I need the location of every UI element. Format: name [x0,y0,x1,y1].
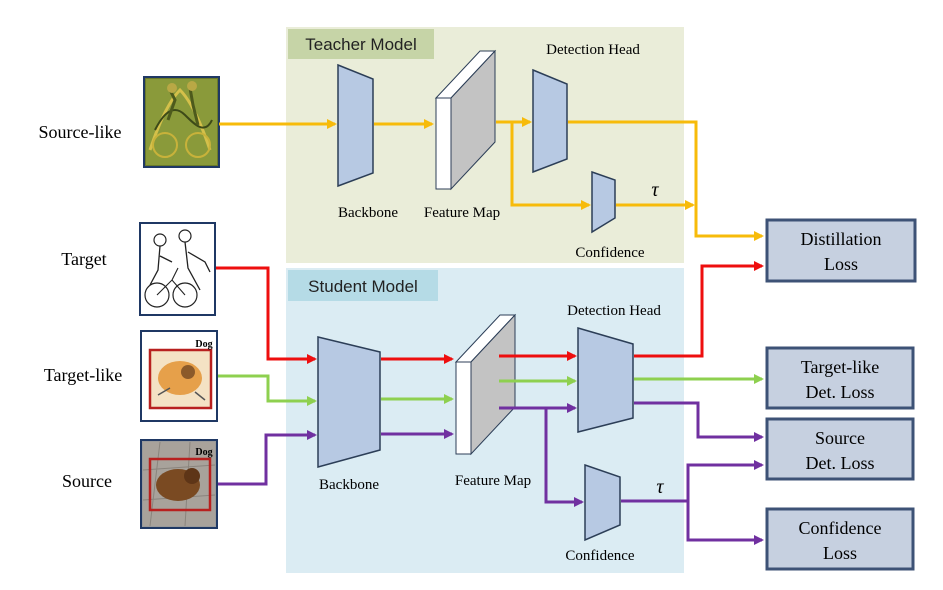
teacher-tau: τ [651,179,659,201]
distillation-loss-line1: Distillation [801,229,882,249]
source-det-loss-line2: Det. Loss [806,453,875,473]
target-like-det-loss-line2: Det. Loss [806,382,875,402]
arrow-target-to-student-backbone [216,266,317,364]
arrow-student-confidence-to-source-loss [621,460,764,503]
student-tau: τ [656,476,664,498]
red-flow [216,261,764,364]
arrow-teacher-head-to-distillation [568,120,764,241]
dog-tag-source: Dog [195,447,212,458]
student-confidence [584,463,621,542]
green-flow [218,374,764,406]
arrow-student-confidence-to-confidence-loss [686,501,764,545]
dog-tag-target-like: Dog [195,339,212,350]
teacher-detection-head-label: Detection Head [546,42,640,58]
label-source-like: Source-like [39,122,122,142]
label-target: Target [61,249,106,269]
confidence-loss-line2: Loss [823,543,857,563]
student-detection-head-label: Detection Head [567,303,661,319]
target-image [139,222,216,316]
teacher-confidence [591,170,616,234]
student-title: Student Model [308,277,418,296]
student-backbone-label: Backbone [319,477,379,493]
teacher-feature-map-label: Feature Map [424,205,500,221]
confidence-loss-box: Confidence Loss [765,507,915,571]
source-det-loss-line1: Source [815,428,865,448]
arrow-student-feature-to-confidence [544,408,584,507]
student-title-box [288,270,438,301]
student-detection-head [577,327,634,433]
student-feature-map-label: Feature Map [455,473,531,489]
teacher-title: Teacher Model [305,35,417,54]
source-det-loss-box: Source Det. Loss [765,417,915,481]
student-backbone [317,336,381,468]
target-like-image: Dog [140,330,218,422]
source-image: Dog [140,439,218,529]
yellow-flow [219,117,764,241]
teacher-backbone-label: Backbone [338,205,398,221]
teacher-backbone [337,63,374,188]
arrow-student-head-to-distillation [634,261,764,358]
student-feature-map [454,313,517,456]
distillation-loss-line2: Loss [824,254,858,274]
teacher-detection-head [532,68,568,174]
arrow-student-head-to-source-loss [634,401,764,442]
source-like-image [143,76,220,168]
teacher-feature-map [434,49,497,191]
teacher-confidence-label: Confidence [575,245,644,261]
confidence-loss-line1: Confidence [799,518,882,538]
arrow-teacher-feature-to-confidence [510,122,591,210]
purple-flow [218,401,764,545]
label-source: Source [62,471,112,491]
arrow-target-like-to-student-backbone [218,374,317,406]
target-like-det-loss-line1: Target-like [801,357,879,377]
teacher-title-box [288,29,434,59]
target-like-det-loss-box: Target-like Det. Loss [765,346,915,410]
student-confidence-label: Confidence [565,548,634,564]
label-target-like: Target-like [44,365,122,385]
distillation-loss-box: Distillation Loss [765,218,917,283]
arrow-source-to-student-backbone [218,430,317,486]
